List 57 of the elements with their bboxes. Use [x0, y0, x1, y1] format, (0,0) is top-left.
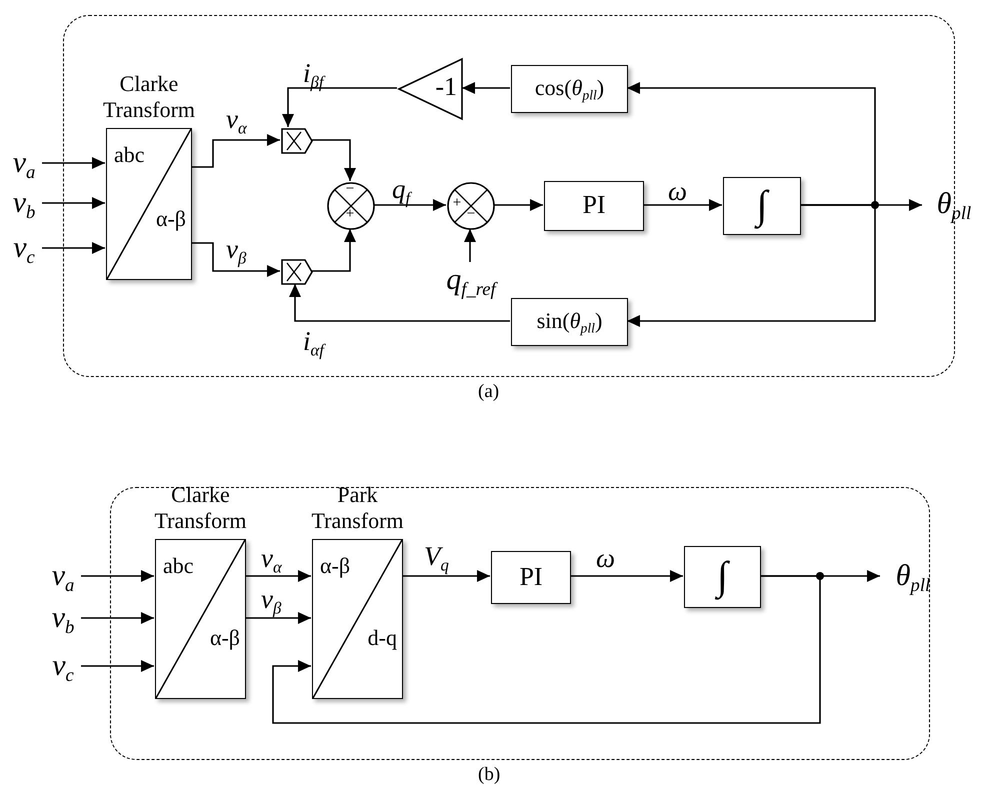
- signal-arrow: [81, 660, 154, 672]
- edge-label: ω: [668, 176, 688, 206]
- signal-arrow: [464, 229, 476, 262]
- signal-arrow: [643, 199, 722, 211]
- signal-arrow: [191, 134, 280, 168]
- gain-label: -1: [435, 72, 457, 102]
- signal-label: θ$_{pll}$: [881, 559, 945, 595]
- function-block: PI: [491, 551, 571, 604]
- summing-junction: [447, 182, 495, 230]
- signal-label: v$_{c}$: [45, 649, 81, 683]
- block-title: Clarke Transform: [102, 71, 196, 123]
- caption: (b): [478, 764, 500, 786]
- signal-arrow: [312, 229, 356, 272]
- signal-arrow: [81, 570, 154, 582]
- signal-arrow: [42, 197, 105, 209]
- signal-arrow: [627, 204, 876, 327]
- signal-arrow: [81, 612, 154, 624]
- caption: (a): [478, 381, 500, 403]
- signal-arrow: [191, 242, 280, 277]
- signal-label: θ$_{pll}$: [922, 187, 986, 223]
- signal-arrow: [374, 199, 446, 211]
- dashed-boundary: [110, 487, 930, 760]
- sign-label: −: [344, 182, 356, 196]
- block-title: Clarke Transform: [153, 482, 248, 534]
- signal-label: v$_{c}$: [6, 231, 42, 265]
- summing-junction: [327, 182, 375, 230]
- signal-arrow: [272, 575, 821, 724]
- function-block: PI: [544, 181, 644, 231]
- signal-label: q$_{f_ref}$: [431, 263, 511, 299]
- signal-arrow: [42, 242, 105, 254]
- signal-label: v$_{b}$: [45, 601, 81, 635]
- signal-label: v$_{a}$: [6, 146, 42, 180]
- signal-arrow: [245, 570, 311, 582]
- multiplier-block: [281, 259, 313, 285]
- signal-arrow: [312, 139, 356, 181]
- edge-label: v$_{α}$: [226, 104, 247, 134]
- edge-label: ω: [596, 543, 616, 573]
- signal-arrow: [462, 82, 510, 94]
- block-title: Park Transform: [310, 482, 405, 534]
- signal-arrow: [42, 157, 105, 169]
- signal-arrow: [402, 570, 490, 582]
- integrator-block: ∫: [684, 546, 761, 608]
- signal-arrow: [289, 284, 510, 322]
- integrator-block: ∫: [723, 177, 801, 235]
- sign-label: +: [452, 196, 462, 210]
- signal-arrow: [494, 199, 543, 211]
- edge-label: v$_{α}$: [261, 543, 282, 573]
- sign-label: −: [466, 207, 476, 221]
- signal-arrow: [245, 612, 311, 624]
- signal-arrow: [570, 570, 683, 582]
- sign-label: +: [344, 207, 356, 221]
- multiplier-block: [281, 128, 313, 154]
- signal-label: v$_{b}$: [6, 186, 42, 220]
- function-block: cos(θ$_{pll}$): [511, 65, 628, 113]
- signal-label: v$_{a}$: [45, 559, 81, 593]
- signal-arrow: [282, 87, 397, 127]
- function-block: sin(θ$_{pll}$): [511, 298, 628, 346]
